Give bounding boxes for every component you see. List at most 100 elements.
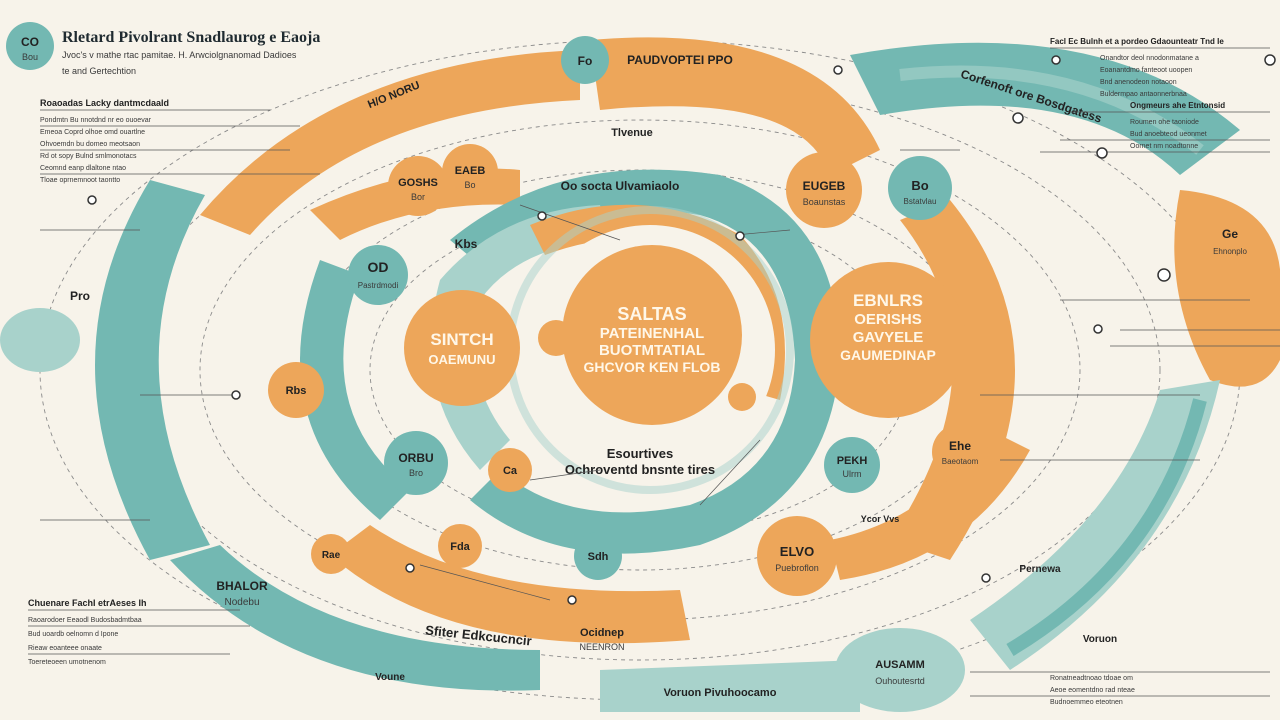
left-top-line-1: Pondmtn Bu nnotdnd nr eo ouoevar — [40, 117, 152, 124]
left-top-line-5: Ceomnd eanp dlaltone ntao — [40, 165, 126, 172]
marker-dot-11 — [981, 573, 991, 583]
node-rae-label: Rae — [322, 550, 341, 561]
right-top-line-4: Buldermpao antaonnerbnaa — [1100, 91, 1187, 98]
node-ausamm-sub: Ouhoutesrtd — [875, 676, 925, 686]
node-ebnlrs-line-3: GAVYELE — [853, 329, 924, 346]
node-od-sub: Pastrdmodi — [358, 281, 399, 290]
right-mid-heading: Ongmeurs ahe Etntonsid — [1130, 101, 1225, 110]
node-rbs-label: Rbs — [286, 385, 307, 397]
node-top-teal — [561, 36, 609, 84]
marker-dot-9 — [833, 65, 843, 75]
node-rbs — [268, 362, 324, 418]
node-ehe — [932, 424, 988, 480]
node-sdh-label: Sdh — [588, 551, 609, 563]
inner-ring-label: Oo socta Ulvamiaolo — [561, 179, 680, 193]
node-bo-label: Bo — [911, 178, 928, 193]
node-bhalor-sub: Nodebu — [224, 597, 259, 608]
marker-dot-3 — [1096, 147, 1108, 159]
marker-dot-8 — [405, 563, 415, 573]
node-ehe-label: Ehe — [949, 439, 971, 453]
left-top-line-3: Ohvoemdn bu domeo meotsaon — [40, 141, 140, 148]
band-far-left-teal — [95, 180, 210, 560]
center-line-3: BUOTMTATIAL — [599, 342, 705, 359]
node-pekh-label: PEKH — [837, 455, 868, 467]
node-goshs-label: GOSHS — [398, 177, 438, 189]
connector-lines — [40, 149, 1280, 601]
node-rae — [311, 534, 351, 574]
node-sintch — [404, 290, 520, 406]
arc-bottom-right-label: Voruon Pivuhoocamo — [664, 687, 777, 699]
node-ehe-sub: Baeotaom — [942, 457, 979, 466]
node-ca — [488, 448, 532, 492]
node-orbu — [384, 431, 448, 495]
node-ebnlrs-line-1: EBNLRS — [853, 291, 923, 310]
header: CO Bou Rletard Pivolrant Snadlaurog e Ea… — [6, 22, 320, 76]
label-pernew: Pernewa — [1019, 564, 1061, 575]
page-title: Rletard Pivolrant Snadlaurog e Eaoja — [62, 29, 320, 46]
right-bottom-line-2: Aeoe eomentdno rad nteae — [1050, 687, 1135, 694]
node-orbu-sub: Bro — [409, 468, 423, 478]
marker-dot-13 — [1264, 54, 1276, 66]
node-goshs — [388, 156, 448, 216]
marker-dot-6 — [231, 390, 241, 400]
node-ebnlrs-line-4: GAUMEDINAP — [840, 347, 936, 363]
center-circle — [562, 245, 742, 425]
node-top-teal-label: Fo — [578, 54, 593, 68]
node-fda — [438, 524, 482, 568]
left-top-heading: Roaoadas Lacky dantmcdaald — [40, 98, 169, 108]
node-bo-sub: Bstatvlau — [904, 197, 937, 206]
header-badge-bottom: Bou — [22, 52, 38, 62]
page-subtitle-1: Jvoc's v mathe rtac pamitae. H. Arwciolg… — [62, 50, 297, 60]
node-orbu-label: ORBU — [398, 451, 433, 465]
band-bottom-right-blob — [835, 628, 965, 712]
left-top-line-6: Tloae oprnemnoot taontto — [40, 177, 120, 184]
left-bottom-line-3: Rieaw eoanteee onaate — [28, 645, 102, 652]
marker-dot-5 — [1093, 324, 1103, 334]
page-subtitle-2: te and Gertechtion — [62, 66, 136, 76]
arc-bottom-far-right-label: Voruon — [1083, 634, 1117, 645]
right-bottom-line-1: Ronatneadtnoao tdoae om — [1050, 675, 1133, 682]
right-mid-notes: Ongmeurs ahe Etntonsid Roumen ohe taonio… — [1040, 101, 1270, 153]
right-bottom-notes: Ronatneadtnoao tdoae om Aeoe eomentdno r… — [970, 671, 1270, 706]
band-far-right-teal — [970, 380, 1220, 670]
arc-top-outer-label: PAUDVOPTEI PPO — [627, 53, 733, 67]
band-bottom-left-teal — [170, 545, 540, 691]
node-od — [348, 245, 408, 305]
node-ebnlrs-line-2: OERISHS — [854, 311, 922, 328]
center-line-1: SALTAS — [617, 304, 686, 324]
node-eaeb — [442, 144, 498, 200]
label-pro: Pro — [70, 289, 90, 303]
node-ocidnep-sub: NEENRON — [579, 642, 624, 652]
band-far-left-blob — [0, 308, 80, 372]
left-top-notes: Roaoadas Lacky dantmcdaald Pondmtn Bu nn… — [40, 98, 320, 184]
label-kbs: Kbs — [455, 237, 478, 251]
node-ca-label: Ca — [503, 465, 518, 477]
node-eugeb-label: EUGEB — [803, 179, 846, 193]
marker-dot-10 — [1051, 55, 1061, 65]
left-bottom-heading: Chuenare FachI etrAeses Ih — [28, 598, 147, 608]
inner-ring-bottom-sub: Ochroventd bnsnte tires — [565, 462, 715, 477]
left-bottom-line-2: Bud uoardb oelnomn d Ipone — [28, 631, 118, 638]
node-pekh — [824, 437, 880, 493]
node-eugeb — [786, 152, 862, 228]
left-top-line-4: Rd ot sopy Bulnd smlmonotacs — [40, 153, 137, 160]
center-hub: SALTAS PATEINENHAL BUOTMTATIAL GHCVOR KE… — [538, 245, 756, 425]
marker-dot-14 — [735, 231, 745, 241]
center-line-4: GHCVOR KEN FLOB — [584, 359, 721, 375]
center-line-2: PATEINENHAL — [600, 325, 704, 342]
node-eugeb-sub: Boaunstas — [803, 197, 846, 207]
right-mid-line-3: Oornet nm noadtonne — [1130, 143, 1198, 150]
node-elvo-sub: Puebroflon — [775, 563, 819, 573]
right-top-line-2: Eoanantdmo fanteoot uoopen — [1100, 67, 1192, 74]
node-od-label: OD — [368, 259, 389, 275]
node-fda-label: Fda — [450, 541, 470, 553]
right-top-line-3: Bnd anenodeon notaoon — [1100, 79, 1177, 86]
node-sintch-label: SINTCH — [430, 330, 493, 349]
arc-bottom-far-left-label: Voune — [375, 672, 405, 683]
node-eaeb-label: EAEB — [455, 165, 486, 177]
right-top-heading: Facl Ec Bulnh et a pordeo Gdaounteatr Tn… — [1050, 37, 1224, 46]
node-bhalor-label: BHALOR — [216, 579, 268, 593]
node-sintch-sub: OAEMUNU — [428, 352, 495, 367]
left-bottom-line-1: Raoarodoer Eeaodl Budosbadmtbaa — [28, 617, 142, 624]
